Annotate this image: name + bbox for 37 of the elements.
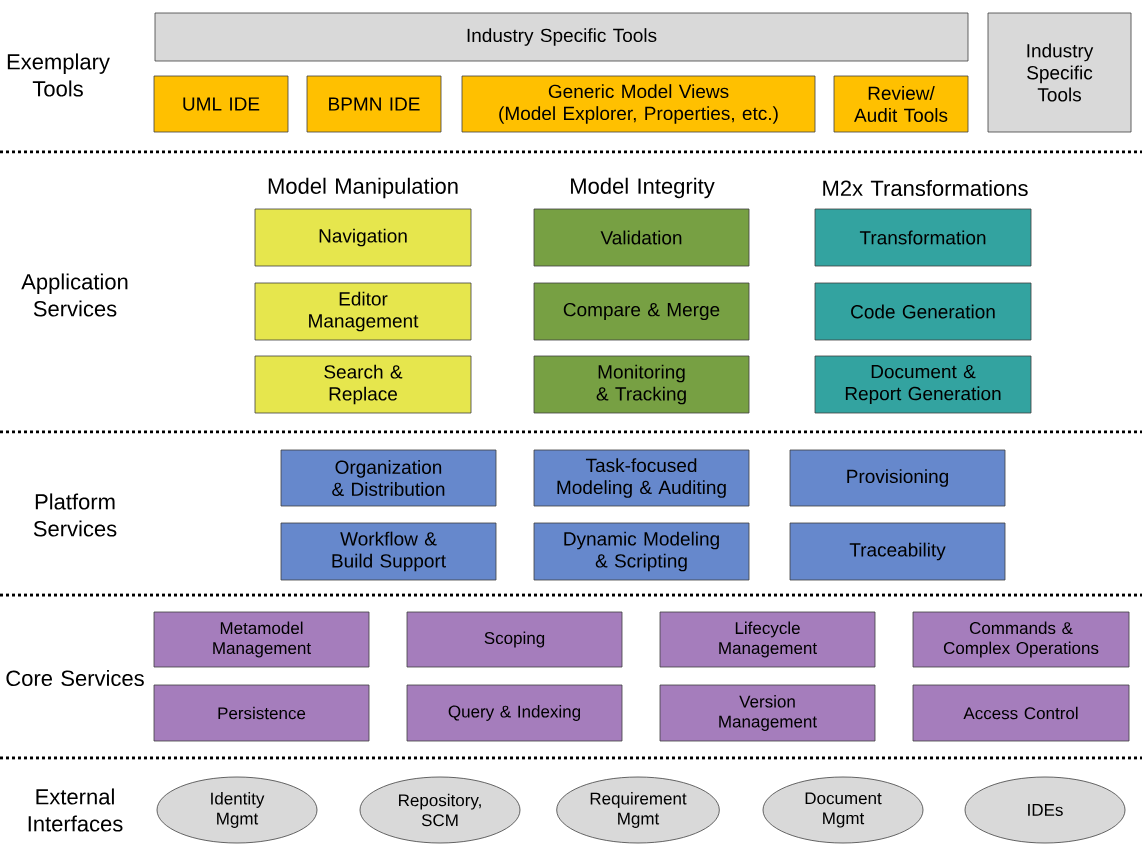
tool-box: Access Control (912, 684, 1130, 742)
tool-box: BPMN IDE (306, 75, 442, 133)
tool-box: Persistence (153, 684, 370, 742)
tool-box: Organization & Distribution (280, 449, 497, 507)
tool-box: Search & Replace (254, 355, 472, 414)
tool-box: Compare & Merge (533, 282, 750, 341)
tool-box: Validation (533, 208, 750, 267)
column-heading: Model Integrity (571, 177, 715, 199)
row-label: Core Services (6, 669, 144, 687)
tool-box: Provisioning (789, 449, 1006, 507)
tool-box: Commands & Complex Operations (912, 611, 1130, 668)
tool-box: Lifecycle Management (659, 611, 876, 668)
tool-box: Version Management (659, 684, 876, 742)
row-label: Application Services (21, 273, 128, 317)
tool-box: Workflow & Build Support (280, 522, 497, 581)
row-label: External Interfaces (28, 788, 123, 832)
row-label: Exemplary Tools (7, 53, 110, 97)
tool-box: Monitoring & Tracking (533, 355, 750, 414)
tool-box: Document & Report Generation (814, 355, 1032, 414)
tool-box: UML IDE (153, 75, 289, 133)
tool-box: Industry Specific Tools (987, 12, 1132, 133)
column-heading: Model Manipulation (268, 177, 458, 199)
tool-box: Task-focused Modeling & Auditing (533, 449, 750, 507)
tool-box: Generic Model Views (Model Explorer, Properties, etc.) (461, 75, 816, 133)
tool-box: Metamodel Management (153, 611, 370, 668)
tool-box: Transformation (814, 208, 1032, 267)
tool-box: Dynamic Modeling & Scripting (533, 522, 750, 581)
tool-box: Scoping (406, 611, 623, 668)
column-heading: M2x Transformations (823, 179, 1028, 197)
tool-box: Navigation (254, 208, 472, 267)
tool-box: Industry Specific Tools (154, 12, 969, 62)
tool-box: Query & Indexing (406, 684, 623, 742)
tool-box: Code Generation (814, 282, 1032, 341)
row-label: Platform Services (33, 493, 117, 537)
tool-box: Editor Management (254, 282, 472, 341)
tool-box: Traceability (789, 522, 1006, 581)
tool-box: Review/ Audit Tools (833, 75, 969, 133)
